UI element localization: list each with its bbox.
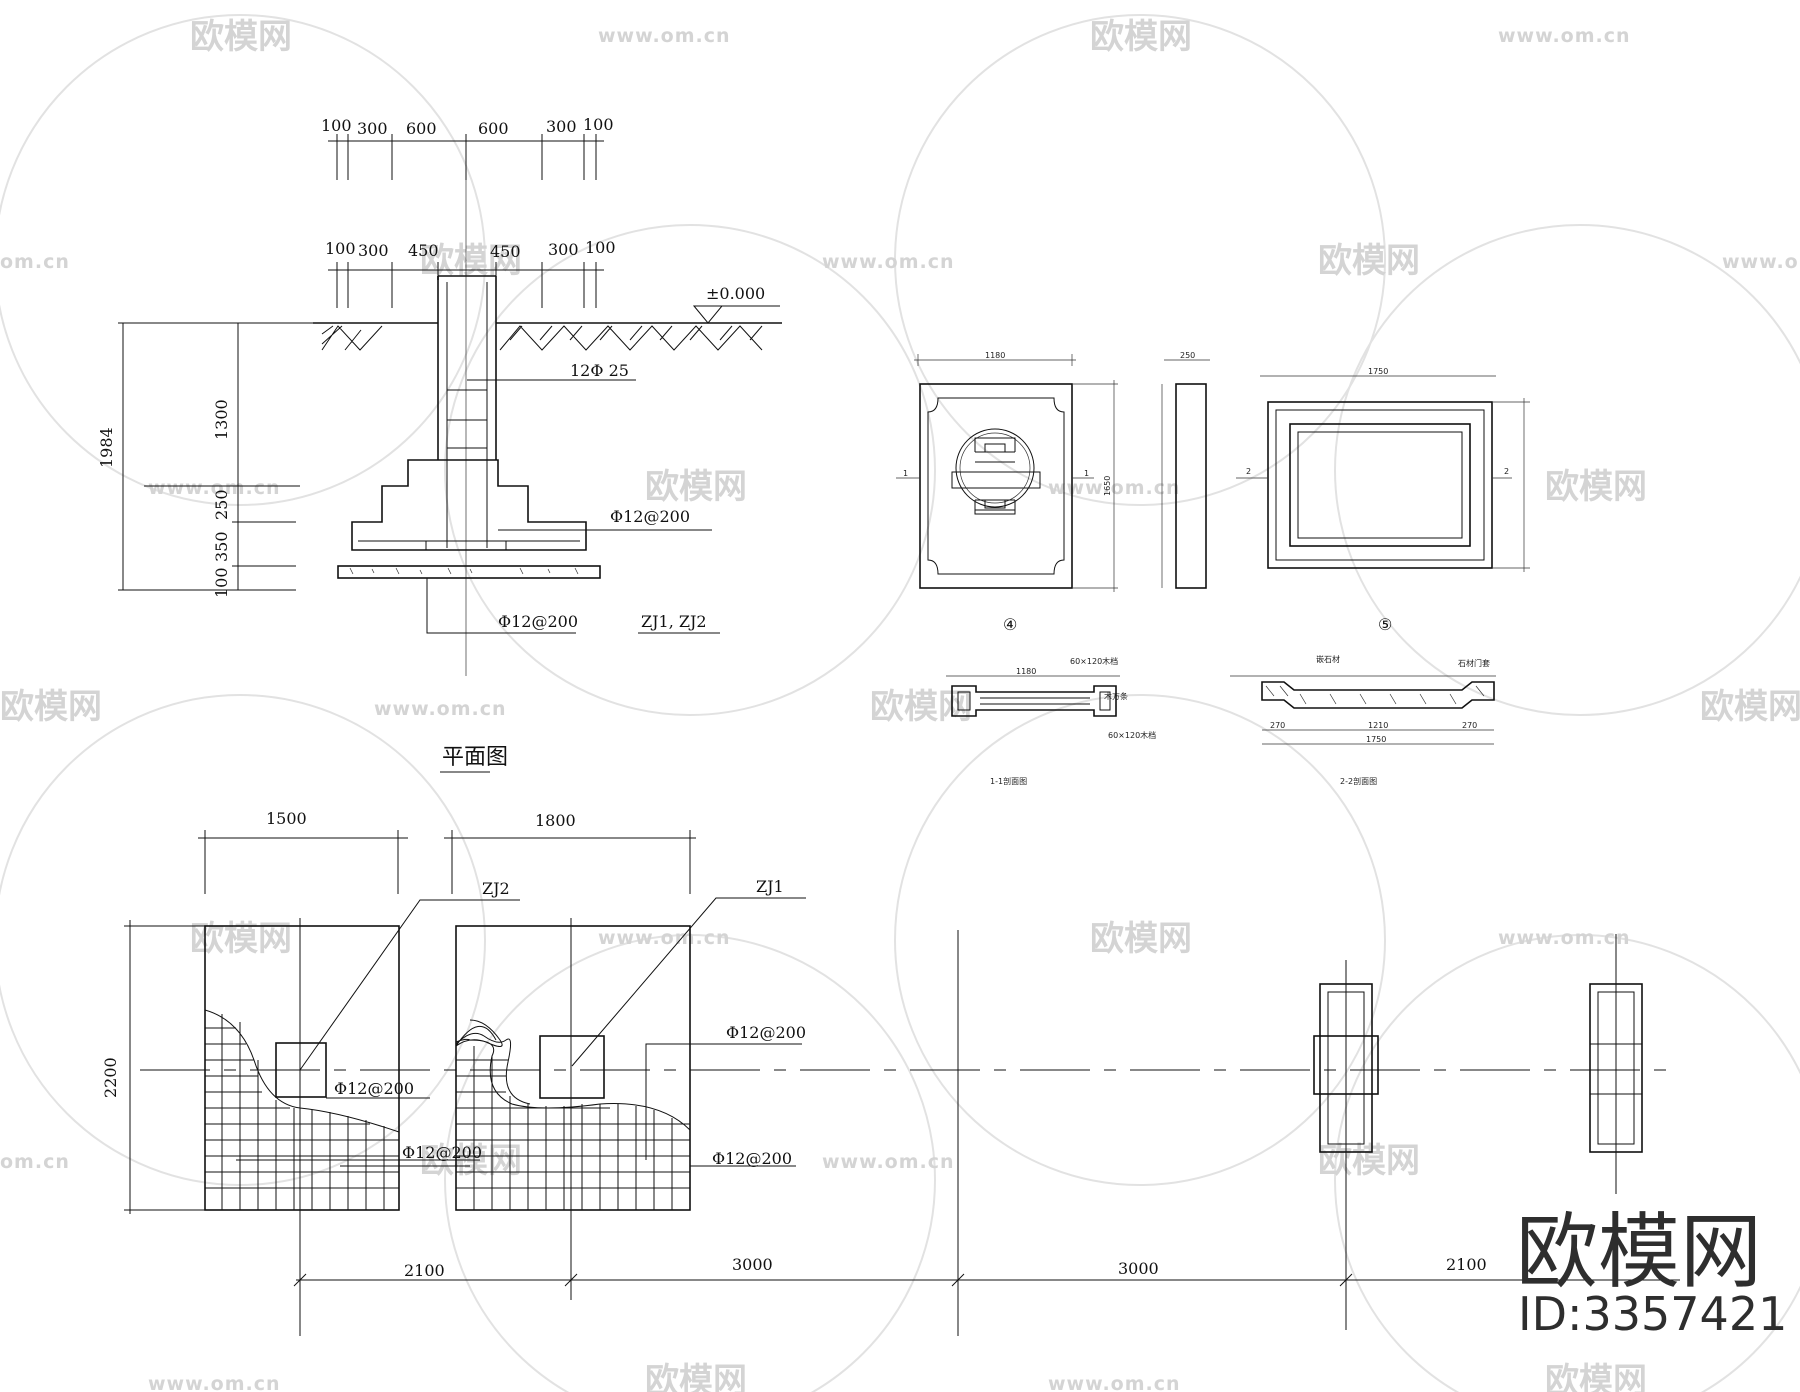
watermark-brand: 欧模网 (1318, 241, 1420, 281)
dim-height: 100 (212, 567, 231, 598)
section11-width: 1180 (1016, 667, 1036, 676)
detail5-cut-mark: 2 (1504, 467, 1509, 476)
brand-logo: 欧模网 ID:3357421 (1516, 1205, 1787, 1341)
plan-rebar: Φ12@200 (334, 1079, 414, 1098)
dim-mid: 450 (490, 242, 521, 261)
watermark-brand: 欧模网 (645, 467, 747, 507)
watermark-url: www.om.cn (374, 698, 507, 720)
plan-spacing: 2100 (404, 1261, 445, 1280)
dim-total-height: 1984 (97, 427, 116, 468)
watermark-url: www.om.cn (1722, 251, 1800, 273)
rebar-grid-zj1 (456, 1046, 690, 1210)
watermark-brand: 欧模网 (1545, 1361, 1647, 1392)
rebar-base-label: Φ12@200 (498, 612, 578, 631)
section22-width: 1750 (1366, 735, 1386, 744)
watermark-url-cut: om.cn (0, 251, 70, 273)
dim-top: 300 (546, 117, 577, 136)
dim-height: 1300 (212, 399, 231, 440)
detail4-width: 1180 (985, 351, 1005, 360)
plan-tag: ZJ2 (482, 879, 510, 898)
section11-note: 60×120木档 (1070, 656, 1118, 666)
watermark-brand: 欧模网 (420, 1141, 522, 1181)
watermark-brand-cut: 欧模网 (1700, 687, 1800, 727)
detail4-cut-mark: 1 (1084, 469, 1089, 478)
watermark-brand: 欧模网 (645, 1361, 747, 1392)
dim-height: 350 (212, 531, 231, 562)
plan-spacing: 3000 (732, 1255, 773, 1274)
dim-top: 100 (583, 115, 614, 134)
dim-mid: 100 (585, 238, 616, 257)
foundation-section: 100 300 600 600 300 100 100 300 450 450 … (97, 115, 782, 676)
watermark-url: www.om.cn (1498, 927, 1631, 949)
watermark-brand: 欧模网 (1090, 17, 1192, 57)
plan-rebar: Φ12@200 (402, 1143, 482, 1162)
section22-note: 石材门套 (1458, 658, 1490, 668)
plan-spacing: 3000 (1118, 1259, 1159, 1278)
dim-mid: 100 (325, 239, 356, 258)
plan-tag: ZJ1 (756, 877, 784, 896)
plan-width: 1500 (266, 809, 307, 828)
detail5-cut-mark: 2 (1246, 467, 1251, 476)
ground-level-label: ±0.000 (706, 284, 765, 303)
detail5-label: ⑤ (1378, 615, 1392, 634)
rebar-grid-zj2 (205, 1014, 399, 1210)
watermark-url: www.om.cn (1498, 25, 1631, 47)
watermark-brand: 欧模网 (190, 17, 292, 57)
watermark-brand-cut: 欧模网 (0, 687, 102, 727)
foundation-plan: 平面图 1500 1800 (101, 745, 1680, 1336)
section22-part: 270 (1270, 721, 1285, 730)
detail4-height: 1650 (1103, 476, 1112, 496)
watermark-brand: 欧模网 (1318, 1141, 1420, 1181)
plan-title: 平面图 (442, 745, 508, 770)
dim-height: 250 (212, 489, 231, 520)
detail4-label: ④ (1003, 615, 1017, 634)
watermark-url: www.om.cn (598, 25, 731, 47)
section22-part: 270 (1462, 721, 1477, 730)
section22-note: 嵌石材 (1316, 654, 1340, 664)
watermark-url: www.om.cn (598, 927, 731, 949)
detail4-depth: 250 (1180, 351, 1195, 360)
dim-top: 600 (478, 119, 509, 138)
rebar-column-label: 12Φ 25 (570, 361, 629, 380)
detail5-width: 1750 (1368, 367, 1388, 376)
watermark-brand: 欧模网 (420, 241, 522, 281)
footing-tag: ZJ1, ZJ2 (641, 612, 707, 631)
plan-width: 1800 (535, 811, 576, 830)
plan-spacing: 2100 (1446, 1255, 1487, 1274)
section11-note: 60×120木档 (1108, 730, 1156, 740)
watermark-url: www.om.cn (1048, 1373, 1181, 1392)
section22-part: 1210 (1368, 721, 1388, 730)
rebar-step-label: Φ12@200 (610, 507, 690, 526)
section11-title: 1-1剖面图 (990, 776, 1027, 786)
watermark-url-cut: om.cn (0, 1151, 70, 1173)
plan-rebar: Φ12@200 (712, 1149, 792, 1168)
logo-text: 欧模网 (1516, 1205, 1762, 1300)
watermark-url: www.om.cn (148, 1373, 281, 1392)
dim-top: 300 (357, 119, 388, 138)
watermark-layer: 欧模网 欧模网 欧模网 欧模网 欧模网 欧模网 欧模网 欧模网 欧模网 欧模网 … (0, 14, 1800, 1392)
dim-mid: 300 (548, 240, 579, 259)
dim-mid: 450 (408, 241, 439, 260)
watermark-brand: 欧模网 (1090, 919, 1192, 959)
plan-height: 2200 (101, 1057, 120, 1098)
detail4-cut-mark: 1 (903, 469, 908, 478)
dim-top: 600 (406, 119, 437, 138)
watermark-brand: 欧模网 (1545, 467, 1647, 507)
logo-id: ID:3357421 (1518, 1287, 1787, 1341)
dim-top: 100 (321, 116, 352, 135)
section22-title: 2-2剖面图 (1340, 776, 1377, 786)
panel-details: 1180 1 1 1650 250 1750 2 2 ④ ⑤ (896, 351, 1530, 786)
watermark-url: www.om.cn (822, 1151, 955, 1173)
plan-rebar: Φ12@200 (726, 1023, 806, 1042)
dim-mid: 300 (358, 241, 389, 260)
watermark-brand: 欧模网 (870, 687, 972, 727)
watermark-url: www.om.cn (822, 251, 955, 273)
watermark-url: www.om.cn (148, 477, 281, 499)
